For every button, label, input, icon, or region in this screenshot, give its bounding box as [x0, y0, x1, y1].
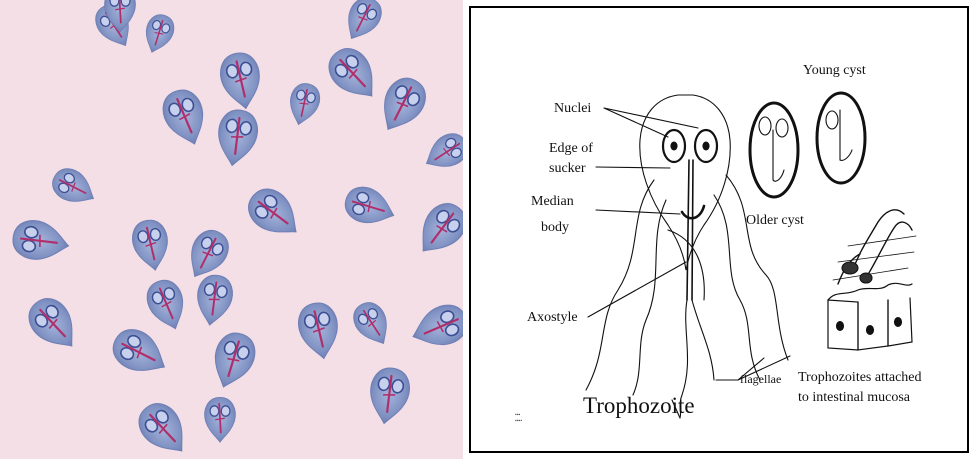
young-cyst: [817, 93, 865, 183]
label-flagellae: flagellae: [740, 370, 781, 388]
leader-median: [596, 210, 680, 214]
flagellum-7: [668, 230, 704, 300]
tiny-stamp: ▪▪▪▪▪▪▪: [515, 412, 522, 424]
label-attached-line1: Trophozoites attached: [798, 369, 922, 387]
label-body: body: [541, 219, 569, 237]
label-attached-line2: to intestinal mucosa: [798, 389, 910, 407]
leader-nuclei: [604, 108, 698, 137]
older-cyst: [750, 103, 798, 197]
flagellum-6: [726, 175, 788, 360]
label-young-cyst: Young cyst: [803, 62, 866, 80]
flagellum-2: [633, 200, 666, 395]
label-edge-of: Edge of: [549, 140, 593, 158]
trophozoite-body-outline: [640, 95, 730, 270]
label-trophozoite: Trophozoite: [583, 393, 695, 419]
leader-sucker: [596, 167, 670, 168]
axostyle: [687, 160, 693, 300]
label-median: Median: [531, 193, 574, 211]
label-axostyle: Axostyle: [527, 309, 578, 327]
label-nuclei: Nuclei: [554, 100, 591, 118]
leader-axostyle: [588, 262, 686, 317]
flagellum-4: [692, 300, 714, 380]
micrograph-panel: [0, 0, 463, 459]
label-sucker: sucker: [549, 160, 586, 178]
micrograph-image: [0, 0, 463, 459]
label-older-cyst: Older cyst: [746, 212, 804, 230]
